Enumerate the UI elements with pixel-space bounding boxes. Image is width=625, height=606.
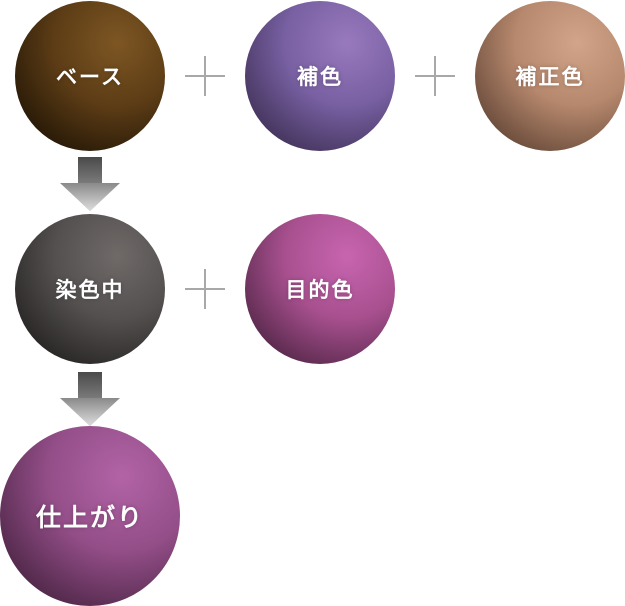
- sphere-base: ベース: [15, 1, 165, 151]
- arrow-down-icon: [60, 372, 120, 426]
- sphere-finish-label: 仕上がり: [35, 503, 144, 532]
- sphere-finish: 仕上がり: [0, 426, 180, 606]
- plus-icon: [185, 56, 225, 96]
- sphere-dyeing: 染色中: [15, 214, 165, 364]
- sphere-target-label: 目的色: [285, 278, 355, 302]
- sphere-base-label: ベース: [56, 65, 124, 89]
- sphere-complement: 補色: [245, 1, 395, 151]
- sphere-correction: 補正色: [475, 1, 625, 151]
- plus-icon: [185, 269, 225, 309]
- sphere-dyeing-label: 染色中: [55, 278, 125, 302]
- sphere-target: 目的色: [245, 214, 395, 364]
- arrow-down-icon: [60, 157, 120, 211]
- sphere-correction-label: 補正色: [515, 65, 585, 89]
- sphere-complement-label: 補色: [297, 65, 343, 89]
- plus-icon: [415, 56, 455, 96]
